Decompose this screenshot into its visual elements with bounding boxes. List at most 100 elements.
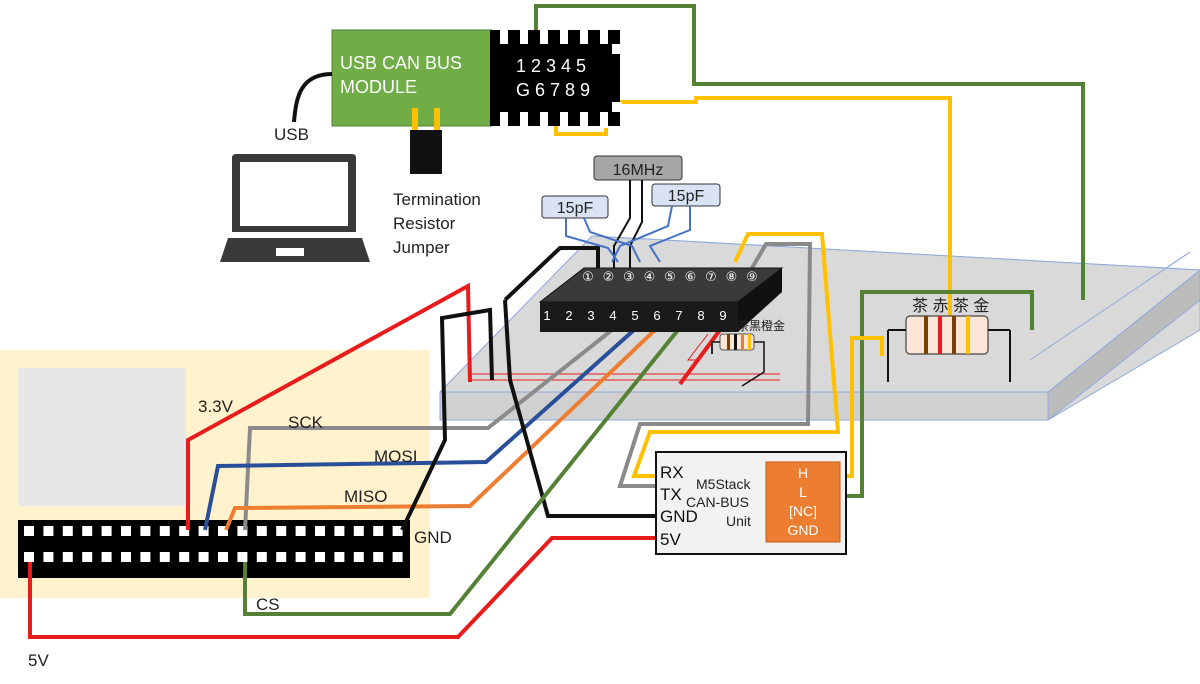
terminal-h-label: H: [798, 465, 808, 481]
chip-bottom-pin: 5: [631, 308, 638, 323]
wire-gnd-m5: [503, 299, 660, 518]
gpio-pin: [140, 526, 151, 536]
small-resistor-color-label: 茶黒橙金: [737, 318, 785, 333]
gpio-pin: [101, 552, 112, 562]
m5-title-line2: CAN-BUS: [686, 494, 749, 510]
wire-cs: [243, 328, 680, 616]
label-gnd: GND: [414, 528, 452, 547]
gpio-pin: [353, 552, 364, 562]
gpio-pin: [392, 526, 403, 536]
can-controller-chip: [538, 267, 784, 332]
wire-rx: [631, 232, 841, 478]
label-mosi: MOSI: [374, 447, 417, 466]
gpio-pin: [159, 552, 170, 562]
db9-bottom-pins: G 6 7 8 9: [516, 80, 590, 100]
gpio-pin: [140, 552, 151, 562]
gpio-pin: [43, 526, 54, 536]
gpio-pin: [82, 526, 93, 536]
wire-gnd-chip: [503, 246, 600, 302]
wire-can-l-m5: [842, 290, 1034, 498]
gpio-pin: [82, 552, 93, 562]
gpio-pin: [373, 552, 384, 562]
wire-miso: [224, 328, 657, 531]
chip-bottom-pin: 4: [609, 308, 616, 323]
gpio-pin: [24, 526, 34, 536]
chip-top-pin: ⑤: [664, 269, 676, 284]
wire-can-h-module: [554, 96, 952, 320]
jumper-label-line3: Jumper: [393, 238, 450, 257]
jumper-label-line2: Resistor: [393, 214, 456, 233]
gpio-pin: [121, 552, 131, 562]
chip-top-pin: ⑨: [746, 269, 758, 284]
gpio-pin: [295, 526, 306, 536]
chip-bottom-pin: 3: [587, 308, 594, 323]
wire-5v: [28, 536, 660, 639]
label-3v3: 3.3V: [198, 397, 234, 416]
capacitor-left: [541, 195, 609, 219]
m5-tx-label: TX: [660, 485, 682, 504]
chip-top-pin: ④: [644, 269, 656, 284]
gpio-pin: [218, 552, 228, 562]
db9-top-pins: 1 2 3 4 5: [516, 56, 586, 76]
gpio-pin: [315, 552, 325, 562]
gpio-pin: [256, 526, 267, 536]
gpio-pin: [237, 552, 248, 562]
pullup-resistor: [711, 333, 765, 387]
chip-top-pin: ①: [582, 269, 594, 284]
gpio-pin: [198, 526, 209, 536]
wire-tx: [617, 242, 813, 488]
chip-top-pin: ⑥: [685, 269, 697, 284]
wire-gnd-pi: [400, 307, 494, 531]
wire-can-h-m5: [842, 336, 884, 478]
module-title-line1: USB CAN BUS: [340, 53, 462, 73]
chip-bottom-pin: 6: [653, 308, 660, 323]
m5-5v-label: 5V: [660, 530, 681, 549]
gpio-header: [18, 520, 410, 578]
label-miso: MISO: [344, 487, 387, 506]
chip-bottom-pin: 8: [697, 308, 704, 323]
gpio-pin: [62, 526, 73, 536]
m5-rx-label: RX: [660, 463, 684, 482]
gpio-pin: [315, 526, 325, 536]
label-sck: SCK: [288, 413, 324, 432]
gpio-pin: [256, 552, 267, 562]
terminal-gnd-label: GND: [787, 522, 818, 538]
gpio-pin: [179, 552, 190, 562]
usb-cable: [292, 72, 333, 123]
wire-3v3: [186, 282, 472, 530]
gpio-pin: [373, 526, 384, 536]
m5-gnd-label: GND: [660, 507, 698, 526]
gpio-pin: [101, 526, 112, 536]
can-terminal-block: [765, 461, 841, 543]
wire-mosi: [203, 328, 636, 531]
gpio-pin: [353, 526, 364, 536]
chip-top-pin: ⑦: [705, 269, 717, 284]
chip-bottom-pin: 2: [565, 308, 572, 323]
crystal: [593, 155, 683, 181]
raspberry-pi-block: [18, 368, 186, 506]
chip-bottom-pin: 9: [719, 308, 726, 323]
label-5v: 5V: [28, 651, 49, 670]
wire-can-l-module: [534, 4, 1085, 300]
gpio-pin: [218, 526, 228, 536]
termination-jumper: [410, 108, 442, 174]
m5-title-line1: M5Stack: [696, 476, 751, 492]
chip-bottom-pin: 7: [675, 308, 682, 323]
capacitor-right: [651, 183, 721, 207]
db9-connector: [490, 28, 622, 128]
capacitor-right-label: 15pF: [668, 188, 705, 205]
jumper-label-line1: Termination: [393, 190, 481, 209]
gpio-pin: [276, 552, 287, 562]
gpio-pin: [334, 552, 345, 562]
gpio-pins: [24, 526, 403, 562]
gpio-pin: [121, 526, 131, 536]
m5-title-line3: Unit: [726, 513, 751, 529]
gpio-pin: [43, 552, 54, 562]
gpio-pin: [159, 526, 170, 536]
usb-label: USB: [274, 125, 309, 144]
chip-top-pin: ⑧: [726, 269, 738, 284]
resistor-color-label: 茶 赤 茶 金: [912, 297, 989, 315]
